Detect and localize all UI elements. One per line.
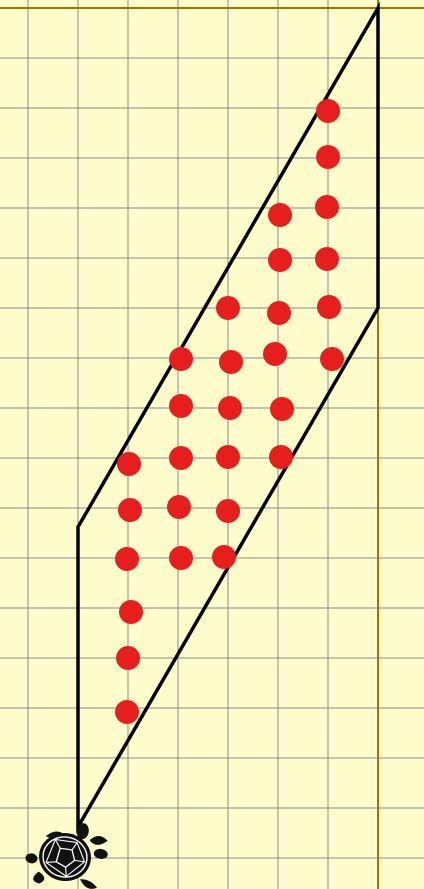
red-dot — [117, 452, 141, 476]
red-dot — [119, 600, 143, 624]
red-dot — [268, 203, 292, 227]
red-dot — [169, 446, 193, 470]
red-dot — [218, 396, 242, 420]
red-dot — [317, 295, 341, 319]
red-dot — [212, 545, 236, 569]
red-dot — [115, 700, 139, 724]
red-dot — [115, 547, 139, 571]
red-dot — [269, 445, 293, 469]
dots — [115, 99, 344, 724]
red-dot — [315, 195, 339, 219]
red-dot — [320, 347, 344, 371]
red-dot — [219, 350, 243, 374]
red-dot — [263, 342, 287, 366]
turtle-icon — [25, 823, 108, 889]
red-dot — [216, 499, 240, 523]
parallelogram-outline — [76, 1, 380, 834]
red-dot — [216, 445, 240, 469]
red-dot — [169, 347, 193, 371]
red-dot — [118, 498, 142, 522]
red-dot — [267, 301, 291, 325]
red-dot — [270, 397, 294, 421]
red-dot — [316, 145, 340, 169]
red-dot — [167, 495, 191, 519]
red-dot — [315, 247, 339, 271]
red-dot — [268, 248, 292, 272]
red-dot — [169, 546, 193, 570]
red-dot — [116, 646, 140, 670]
red-dot — [216, 296, 240, 320]
red-dot — [316, 99, 340, 123]
red-dot — [169, 394, 193, 418]
